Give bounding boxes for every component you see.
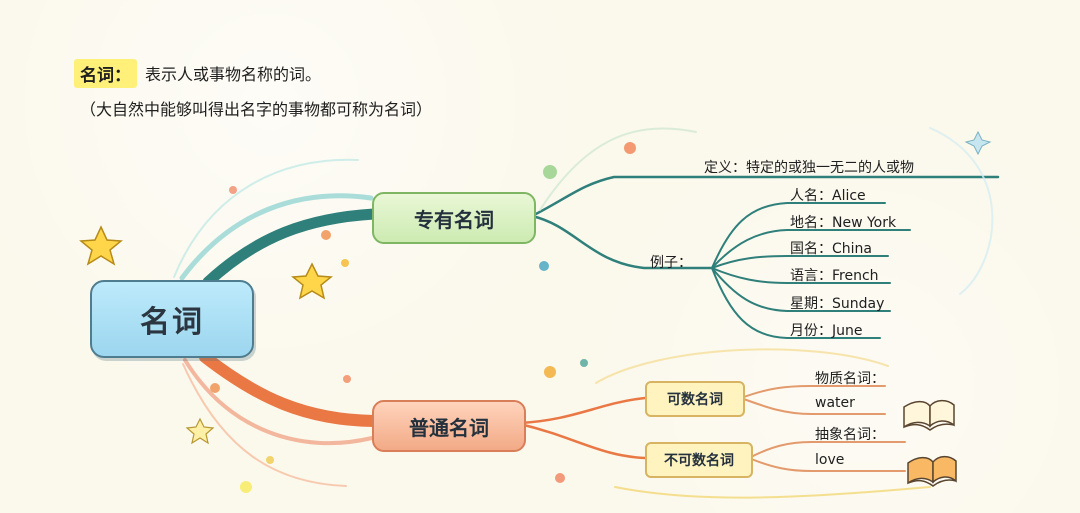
book-icon [903, 399, 955, 431]
decorative-dot [210, 383, 220, 393]
uncountable-noun-node: 不可数名词 [645, 442, 753, 478]
decorative-dot [544, 366, 556, 378]
proper-noun-label: 专有名词 [414, 207, 494, 232]
countable-noun-node: 可数名词 [645, 381, 745, 417]
star-icon [291, 262, 333, 300]
proper-noun-example: 国名：China [790, 241, 872, 257]
book-icon [907, 455, 957, 487]
example-country-connector [711, 255, 889, 269]
countable-example-connector [740, 397, 886, 415]
decorative-right-swirl [929, 127, 994, 295]
proper-noun-node: 专有名词 [372, 192, 536, 244]
common-noun-node: 普通名词 [372, 400, 526, 452]
star-icon [185, 417, 215, 445]
uncountable-category: 抽象名词： [815, 427, 885, 443]
center-topic: 名词 [90, 280, 254, 358]
decorative-dot [624, 142, 636, 154]
countable-example: water [815, 395, 855, 411]
countable-noun-label: 可数名词 [667, 392, 723, 408]
decorative-dot [539, 261, 549, 271]
heading-definition: 表示人或事物名称的词。 [145, 65, 322, 84]
definition-connector [530, 175, 1000, 218]
example-month-connector [711, 267, 881, 339]
center-topic-label: 名词 [140, 305, 204, 340]
proper-noun-example: 月份：June [790, 323, 863, 339]
countable-category: 物质名词： [815, 371, 885, 387]
decorative-dot [229, 186, 237, 194]
star-icon [79, 225, 123, 266]
uncountable-noun-label: 不可数名词 [664, 453, 734, 469]
common-noun-connector [199, 351, 380, 427]
example-name-connector [711, 202, 886, 269]
proper-noun-examples-label: 例子： [650, 255, 692, 271]
heading-note: （大自然中能够叫得出名字的事物都可称为名词） [80, 100, 433, 119]
proper-noun-glow-line [179, 193, 374, 281]
example-language-connector [711, 267, 891, 284]
decorative-bottom-wave [614, 486, 931, 499]
example-day-connector [711, 267, 891, 312]
decorative-dot [341, 259, 349, 267]
common-noun-glow-line [183, 358, 374, 446]
countable-category-connector [740, 385, 886, 399]
countable-connector [518, 396, 647, 425]
definition-heading: 名词： 表示人或事物名称的词。 [74, 58, 321, 88]
decorative-top-swirl [539, 127, 697, 211]
decorative-bottom-swirl [595, 348, 889, 384]
uncountable-example: love [815, 452, 845, 468]
sparkle-icon [964, 130, 992, 156]
decorative-dot [266, 456, 274, 464]
example-place-connector [711, 229, 911, 269]
decorative-dot [543, 165, 557, 179]
examples-connector [530, 214, 714, 270]
common-noun-label: 普通名词 [409, 415, 489, 440]
uncountable-example-connector [748, 457, 906, 472]
proper-noun-example: 人名：Alice [790, 188, 866, 204]
proper-noun-example: 星期：Sunday [790, 296, 885, 312]
decorative-teal-curve [173, 158, 359, 278]
heading-term: 名词： [74, 58, 137, 88]
decorative-dot [240, 481, 252, 493]
proper-noun-example: 语言：French [790, 268, 879, 284]
uncountable-connector [518, 422, 647, 460]
proper-noun-example: 地名：New York [790, 215, 897, 231]
uncountable-category-connector [748, 441, 906, 459]
decorative-dot [321, 230, 331, 240]
decorative-orange-curve [182, 363, 347, 487]
decorative-dot [580, 359, 588, 367]
decorative-dot [555, 473, 565, 483]
proper-noun-definition: 定义：特定的或独一无二的人或物 [704, 160, 914, 176]
proper-noun-connector [202, 208, 380, 288]
decorative-dot [343, 375, 351, 383]
